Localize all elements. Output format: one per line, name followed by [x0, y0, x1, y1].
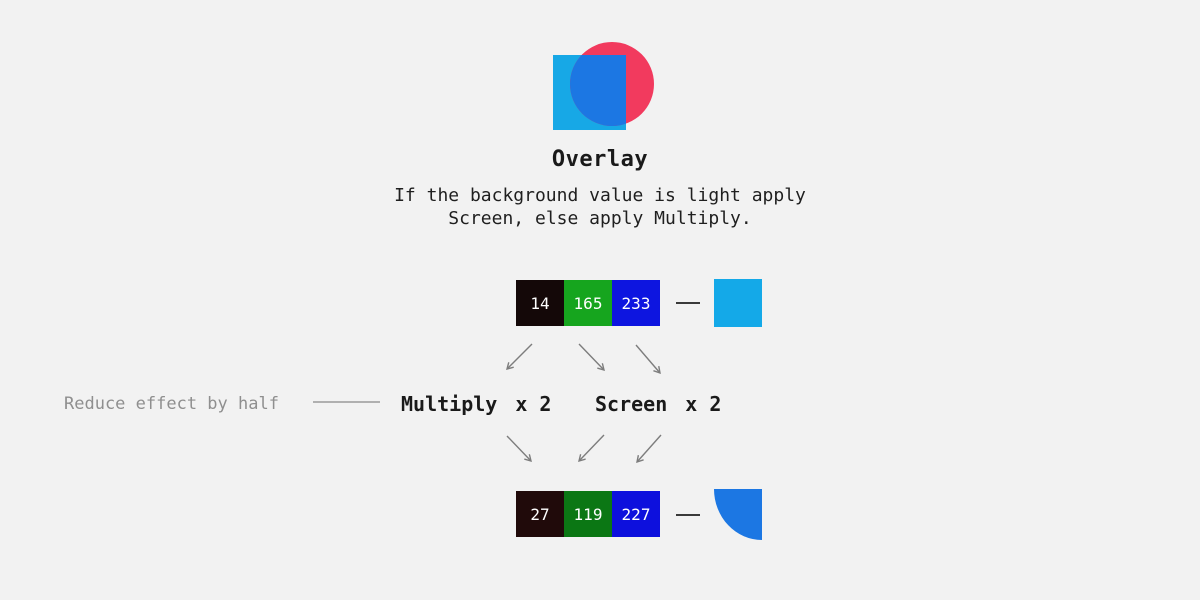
multiply-operation: Multiply x 2	[401, 392, 551, 416]
reduce-effect-note: Reduce effect by half	[64, 394, 279, 414]
page-title: Overlay	[551, 147, 649, 172]
screen-label: Screen	[595, 392, 668, 416]
description-line-1: If the background value is light apply	[394, 185, 806, 206]
multiply-label: Multiply	[401, 392, 498, 416]
screen-operation: Screen x 2	[595, 392, 721, 416]
output-red-channel: 27	[516, 491, 564, 537]
multiply-factor: x 2	[515, 392, 552, 416]
input-color-swatch	[714, 279, 762, 327]
output-rgb-row: 27 119 227	[516, 491, 660, 537]
arrow-screen-to-output-2	[637, 434, 662, 462]
description: If the background value is light apply S…	[0, 184, 1200, 230]
output-blue-channel: 227	[612, 491, 660, 537]
input-rgb-row: 14 165 233	[516, 280, 660, 326]
input-blue-channel: 233	[612, 280, 660, 326]
overlay-blend-logo	[553, 42, 654, 130]
input-green-channel: 165	[564, 280, 612, 326]
arrow-screen-to-output-1	[579, 434, 605, 461]
screen-factor: x 2	[685, 392, 722, 416]
output-green-channel: 119	[564, 491, 612, 537]
arrow-input-to-multiply	[507, 343, 533, 369]
arrow-input-to-screen-1	[578, 343, 604, 370]
description-line-2: Screen, else apply Multiply.	[448, 208, 752, 229]
arrow-multiply-to-output	[506, 435, 531, 461]
input-red-channel: 14	[516, 280, 564, 326]
output-color-swatch	[714, 489, 762, 540]
logo-overlap-region	[570, 55, 626, 126]
arrow-input-to-screen-2	[635, 344, 660, 373]
